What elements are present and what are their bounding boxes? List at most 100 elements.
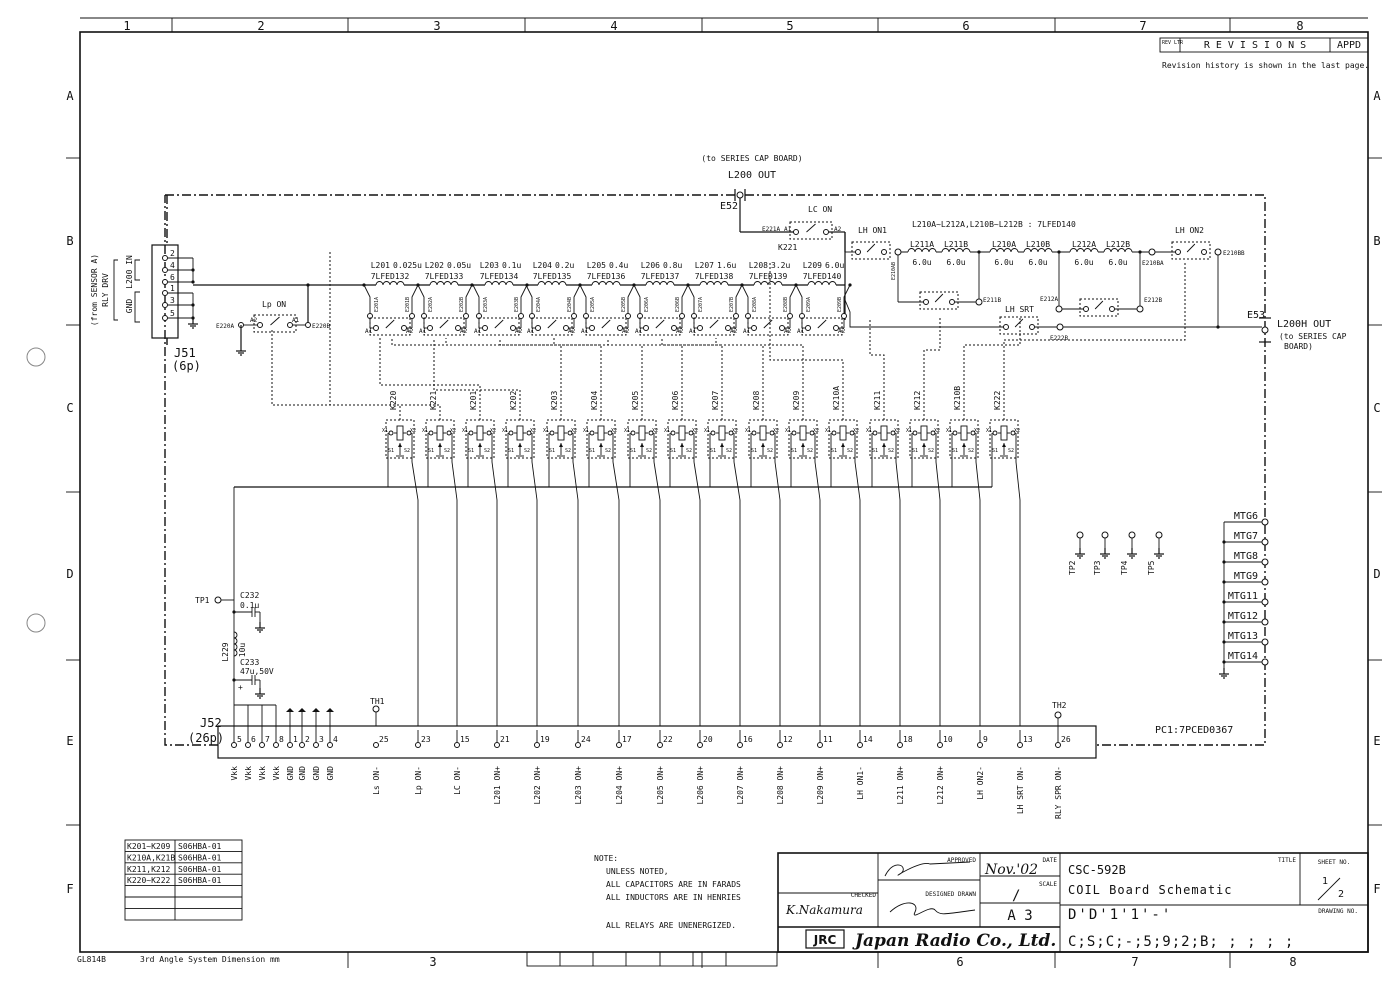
sheet-number: 1	[1322, 876, 1328, 887]
bus-gap	[538, 283, 566, 288]
contact-a1	[923, 299, 929, 305]
relay-coil	[516, 425, 524, 441]
j52-pin-number: 5	[237, 735, 242, 744]
inductor-coil	[699, 281, 729, 286]
designed-signature	[889, 902, 976, 916]
j52-pin-number: 1	[293, 735, 298, 744]
j52-pin-number: 9	[983, 735, 988, 744]
j52-pin-number: 21	[500, 735, 510, 744]
j51-pin-number: 1	[170, 284, 175, 293]
coil-x2	[728, 430, 734, 436]
lh-srt-label: LH SRT	[1005, 305, 1034, 314]
gnd-label: GND	[125, 299, 134, 314]
label: S2	[524, 448, 530, 454]
contact-a2	[1029, 324, 1035, 330]
switch-blade	[439, 319, 449, 329]
relay-contact-box	[693, 317, 735, 336]
diode	[398, 443, 402, 447]
label: S1	[872, 448, 878, 454]
parts-table-cell: K210A,K21B	[127, 853, 175, 862]
contact-a2	[401, 325, 407, 331]
label: X2	[450, 428, 456, 434]
label: E212A	[1040, 296, 1058, 303]
e-label: E208A	[752, 297, 758, 312]
mtg-label: MTG14	[1228, 651, 1258, 662]
label: X2	[894, 428, 900, 434]
source-label: (from SENSOR A)	[90, 254, 99, 326]
diode	[559, 443, 563, 447]
inductor-name: L209	[803, 261, 822, 270]
row-letter: E	[1373, 734, 1380, 748]
j52-signal-label: LC ON-	[453, 766, 462, 795]
j52-pin-number: 20	[703, 735, 713, 744]
label: A2	[406, 328, 414, 335]
label: S1	[388, 448, 394, 454]
column-number: 1	[123, 19, 130, 33]
control-link	[553, 338, 683, 420]
label: S1	[549, 448, 555, 454]
inductor-coil	[375, 281, 405, 286]
inductor-name: L208	[749, 261, 768, 270]
bus-gap	[376, 283, 404, 288]
inductor-part: 7LFED138	[695, 272, 734, 281]
label: S2	[968, 448, 974, 454]
switch-blade	[763, 319, 773, 329]
label: CHECKED	[851, 892, 877, 899]
label: A1	[581, 328, 589, 335]
j52-signal-label: L201 ON+	[493, 766, 502, 805]
inductor-value: 6.0u	[1028, 258, 1047, 267]
mtg-hole	[1261, 638, 1269, 646]
inductor-coil	[591, 281, 621, 286]
tap-lead	[681, 284, 689, 313]
j52-pin-number: 13	[1023, 735, 1033, 744]
coil-x1	[589, 430, 595, 436]
board-outline	[164, 194, 1266, 746]
terminal-eb	[463, 313, 469, 319]
label: E210AB	[891, 262, 897, 280]
relay-label: K203	[550, 391, 559, 410]
terminal	[1055, 305, 1063, 313]
coil-x2	[970, 430, 976, 436]
switch-blade	[709, 319, 719, 329]
tap-lead	[363, 284, 371, 313]
inductor-l229	[233, 631, 238, 657]
signal-wire	[774, 461, 781, 726]
j52-pin-number: 11	[823, 735, 833, 744]
label: E211B	[983, 297, 1001, 304]
tap-lead	[411, 284, 419, 313]
contact-a2	[1109, 306, 1115, 312]
e-label: E201A	[374, 297, 380, 312]
test-point	[1155, 531, 1163, 539]
label: S1	[751, 448, 757, 454]
j51-pin	[162, 279, 168, 285]
label: X1	[785, 428, 791, 434]
label: S2	[847, 448, 853, 454]
parts-table-cell: K201~K209	[127, 842, 171, 851]
e-label: E202B	[459, 297, 465, 312]
j52-pin	[1055, 742, 1061, 748]
scale-value: /	[1012, 888, 1020, 904]
control-link	[607, 338, 723, 420]
inductor-value: 0.025u	[393, 261, 422, 270]
diode	[680, 443, 684, 447]
column-number: 6	[956, 955, 963, 969]
label: X1	[866, 428, 872, 434]
junction-dot	[362, 283, 366, 287]
lc-on-label: LC ON	[808, 205, 832, 214]
revision-note: Revision history is shown in the last pa…	[1162, 61, 1369, 70]
inductor-value: 0.8u	[663, 261, 682, 270]
drawing-subtitle: COIL Board Schematic	[1068, 883, 1233, 897]
diode	[922, 443, 926, 447]
terminal	[975, 298, 983, 306]
switch-blade	[655, 319, 665, 329]
label: A1	[689, 328, 697, 335]
mtg-label: MTG12	[1228, 611, 1258, 622]
inductor-value: 1.6u	[717, 261, 736, 270]
column-number: 2	[257, 19, 264, 33]
